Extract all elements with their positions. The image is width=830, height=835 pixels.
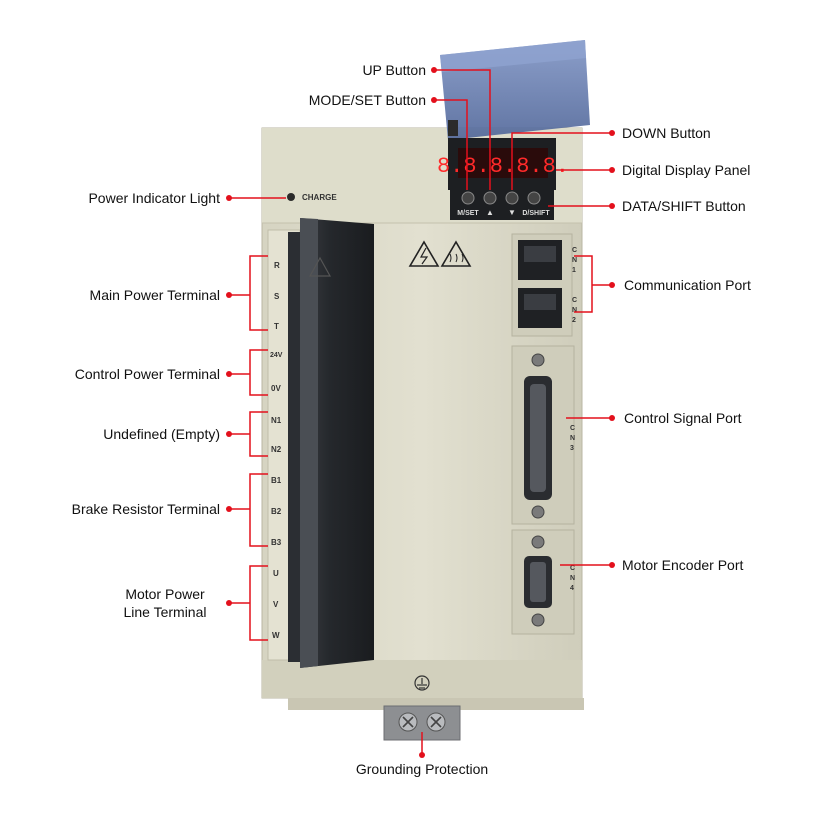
terminal-N2: N2: [271, 445, 282, 454]
cn2-label-c: C: [572, 297, 577, 304]
terminal-B3: B3: [271, 538, 282, 547]
cn3-label-c: C: [570, 425, 575, 432]
terminal-T: T: [274, 322, 279, 331]
cn2-label-2: 2: [572, 317, 576, 324]
cn1-label-n: N: [572, 257, 577, 264]
callout-mode-set-button: MODE/SET Button: [308, 92, 426, 108]
callout-undefined-empty: Undefined (Empty): [103, 426, 220, 442]
cn2-label-n: N: [572, 307, 577, 314]
callout-motor-power-line-terminal: Motor Power Line Terminal: [110, 585, 220, 621]
mode-set-button[interactable]: [461, 191, 475, 205]
callout-data-shift-button: DATA/SHIFT Button: [622, 198, 746, 214]
charge-indicator: CHARGE: [287, 193, 337, 202]
hot-surface-warning-icon: [440, 240, 472, 267]
mset-label: M/SET: [457, 210, 479, 217]
cn1-label-1: 1: [572, 267, 576, 274]
warning-symbols: [408, 240, 472, 267]
ground-icon: [414, 675, 430, 691]
callout-brake-resistor-terminal: Brake Resistor Terminal: [71, 501, 220, 517]
dshift-label: D/SHIFT: [522, 210, 550, 217]
terminal-B1: B1: [271, 476, 282, 485]
callout-motor-power-line-1: Motor Power: [125, 586, 205, 602]
cn1-label-c: C: [572, 247, 577, 254]
callout-control-power-terminal: Control Power Terminal: [74, 366, 220, 382]
callout-control-signal-port: Control Signal Port: [624, 410, 742, 426]
callout-power-indicator-light: Power Indicator Light: [88, 190, 220, 206]
terminal-S: S: [274, 292, 280, 301]
digital-display: 8.8.8.8.8.: [437, 138, 569, 190]
callout-up-button: UP Button: [362, 62, 426, 78]
terminal-V: V: [273, 600, 279, 609]
callout-main-power-terminal: Main Power Terminal: [89, 287, 220, 303]
control-signal-port[interactable]: C N 3: [511, 345, 575, 525]
cn4-label-n: N: [570, 575, 575, 582]
terminal-R: R: [274, 261, 280, 270]
terminal-24V: 24V: [270, 352, 283, 359]
terminal-U: U: [273, 569, 279, 578]
terminal-B2: B2: [271, 507, 282, 516]
terminal-W: W: [272, 631, 280, 640]
cn4-label-4: 4: [570, 585, 574, 592]
terminal-cover[interactable]: [300, 218, 374, 668]
callout-down-button: DOWN Button: [622, 125, 711, 141]
display-lid[interactable]: [440, 40, 590, 140]
cn3-label-3: 3: [570, 445, 574, 452]
communication-ports: C N 1 C N 2: [511, 233, 577, 337]
leader-lines: [229, 69, 612, 755]
charge-label: CHARGE: [302, 193, 337, 202]
down-arrow-label: ▼: [508, 208, 516, 217]
cn4-label-c: C: [570, 565, 575, 572]
cn3-label-n: N: [570, 435, 575, 442]
terminal-N1: N1: [271, 416, 282, 425]
callout-digital-display-panel: Digital Display Panel: [622, 162, 751, 178]
panel-buttons: M/SET ▲ ▼ D/SHIFT: [450, 190, 554, 220]
data-shift-button[interactable]: [527, 191, 541, 205]
down-button[interactable]: [505, 191, 519, 205]
callout-communication-port: Communication Port: [624, 277, 751, 293]
up-arrow-label: ▲: [486, 208, 494, 217]
up-button[interactable]: [483, 191, 497, 205]
callout-motor-encoder-port: Motor Encoder Port: [622, 557, 744, 573]
callout-motor-power-line-2: Line Terminal: [123, 604, 207, 620]
terminal-0V: 0V: [271, 384, 281, 393]
display-digits: 8.8.8.8.8.: [437, 154, 569, 179]
encoder-port[interactable]: C N 4: [511, 529, 575, 635]
high-voltage-warning-icon: [408, 240, 440, 267]
callout-grounding-protection: Grounding Protection: [355, 761, 489, 777]
leader-dots: [226, 67, 615, 758]
